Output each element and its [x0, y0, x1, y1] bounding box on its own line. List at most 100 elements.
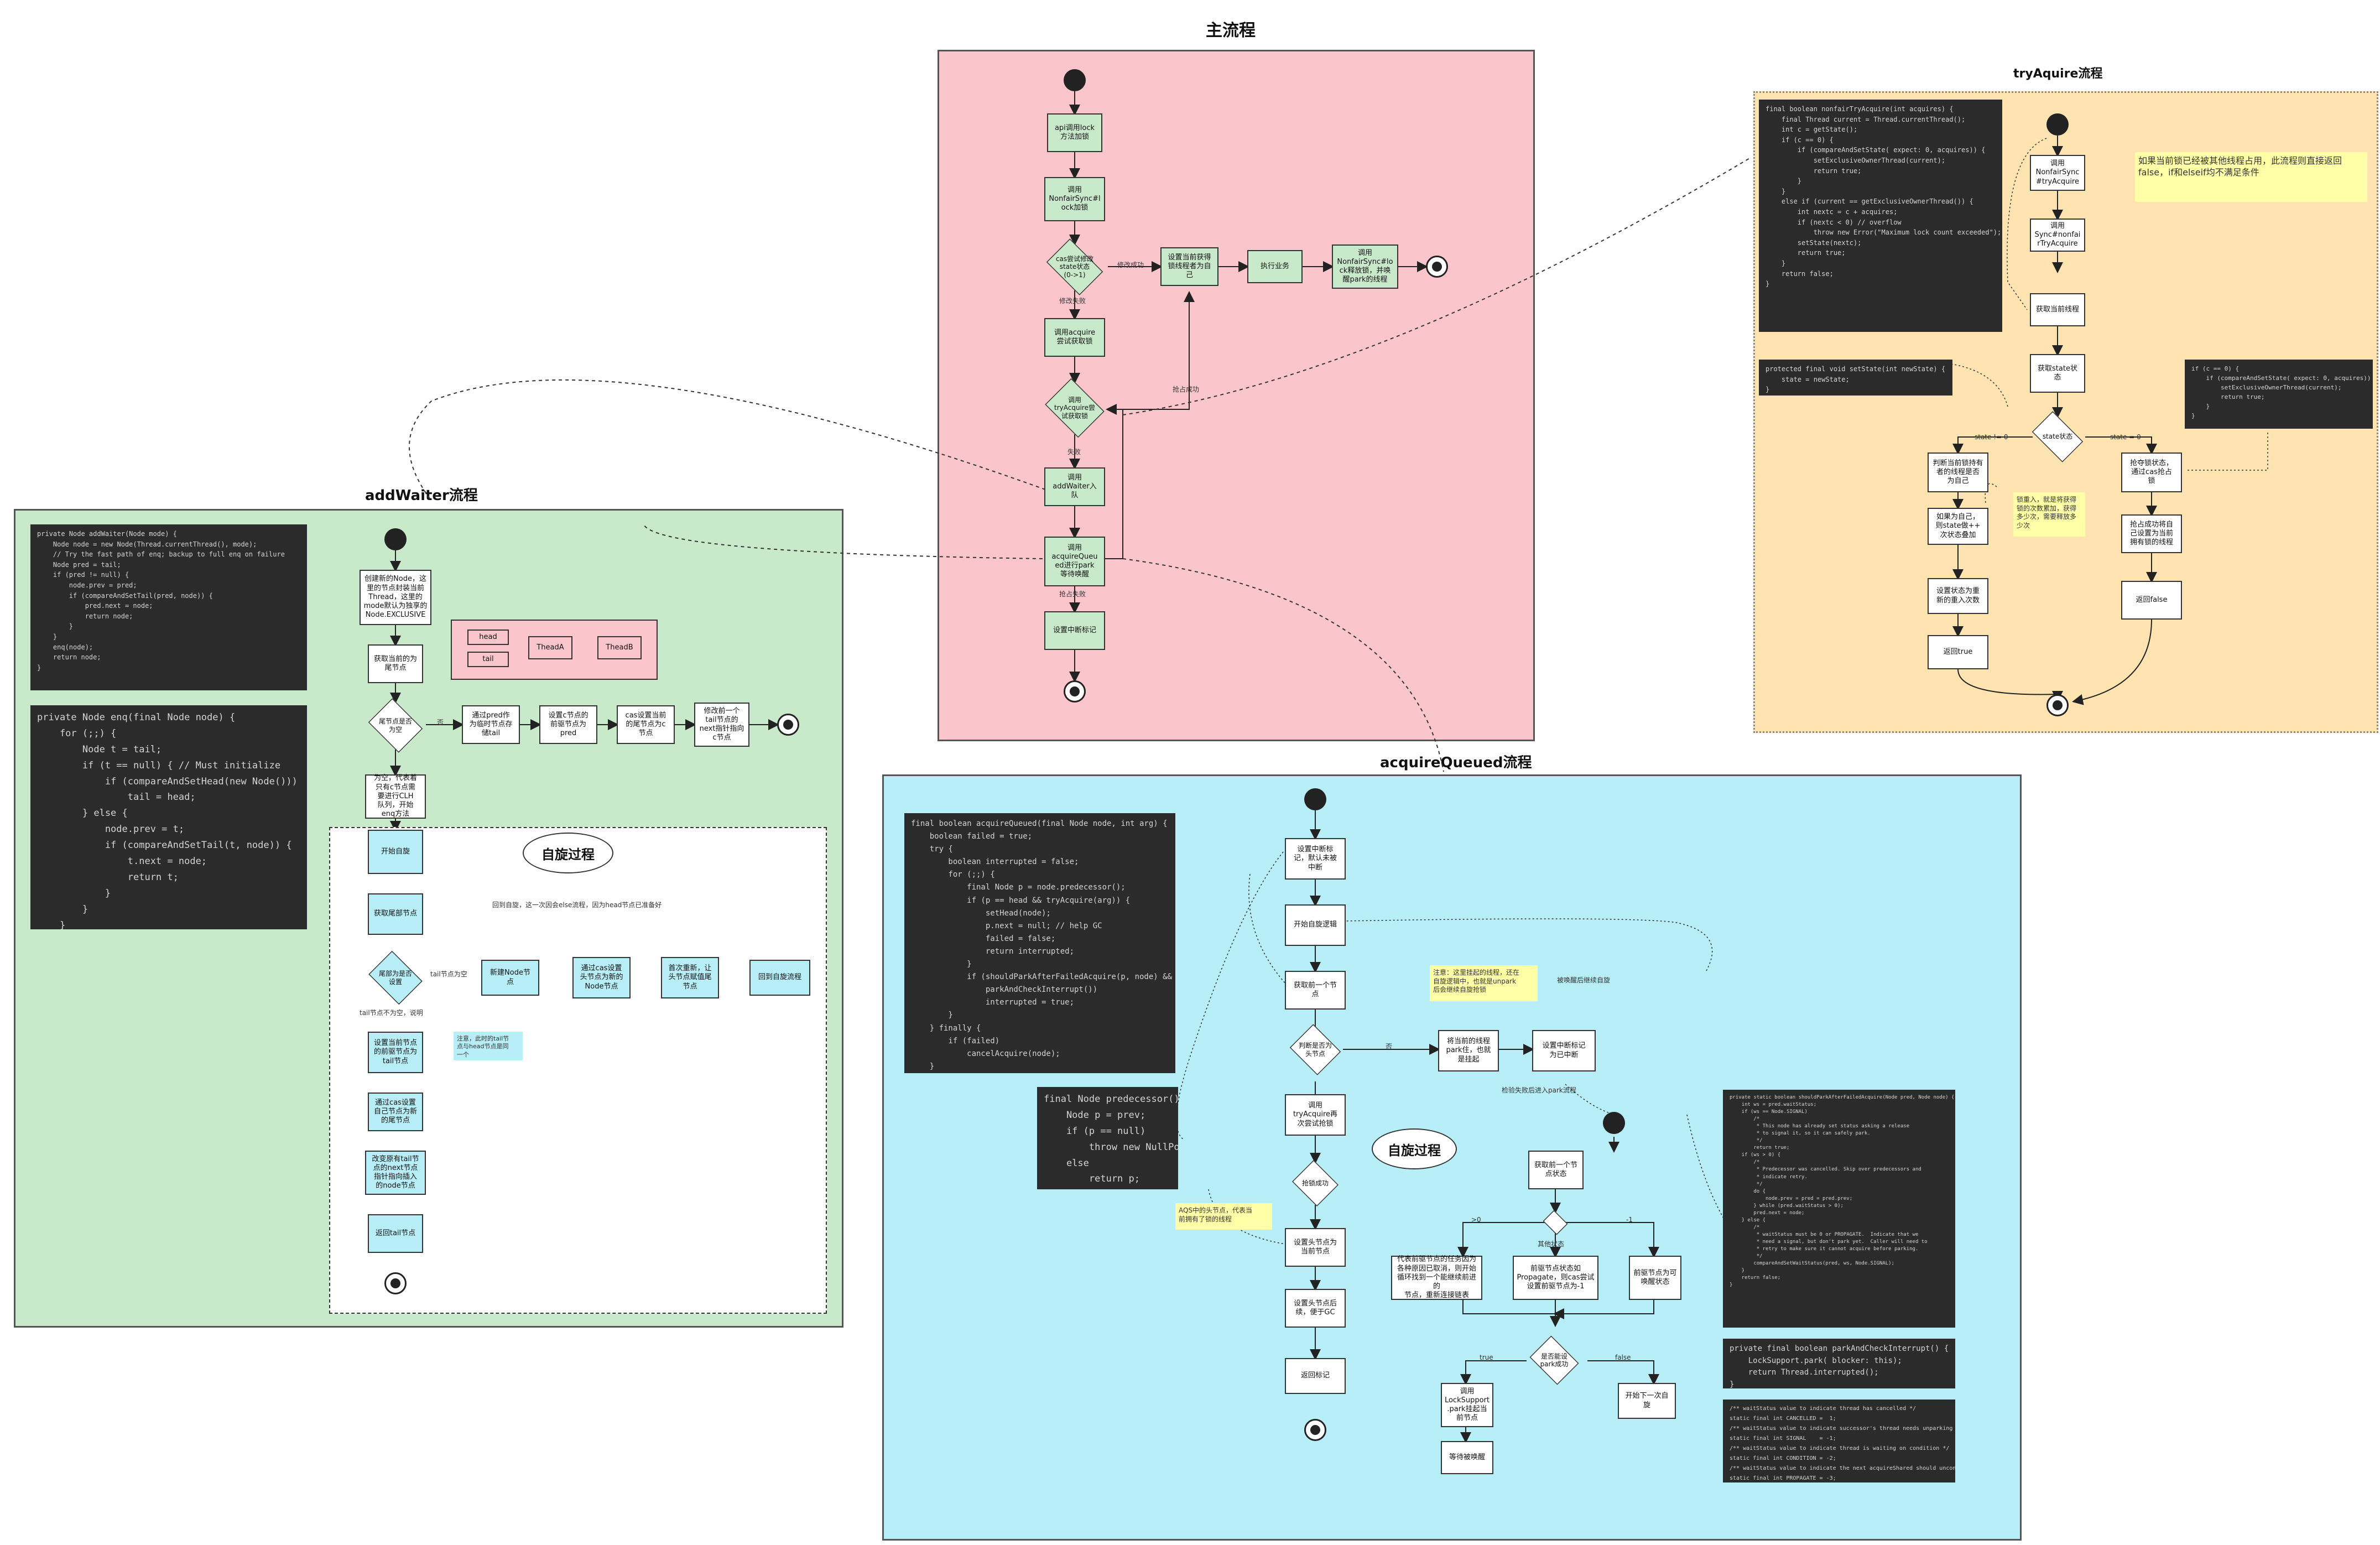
sp-start-node: [1603, 1112, 1625, 1134]
park-check-code: private final boolean parkAndCheckInterr…: [1723, 1339, 1955, 1388]
add-waiter-title: addWaiter流程: [365, 487, 478, 504]
main-acquire: 调用acquire 尝试获取锁: [1044, 318, 1105, 357]
aq-start-spin: 开始自旋逻辑: [1285, 904, 1346, 946]
try-note-reentrant: 锁重入，就是将获得 锁的次数累加，获得 多少次，需要释放多 少次: [2013, 492, 2085, 537]
add-cas-tail: cas设置当前 的尾节点为c 节点: [617, 705, 675, 744]
add-tail-null-decision: 尾节点是否 为空: [365, 698, 426, 753]
main-unlock: 调用 NonfairSync#lo ck释放锁，并唤 醒park的线程: [1332, 245, 1398, 289]
label-grab-success: 抢占成功: [1173, 386, 1200, 393]
try-set-state: 设置状态为重 新的重入次数: [1928, 578, 1988, 614]
should-park-code: private static boolean shouldParkAfterFa…: [1723, 1090, 1955, 1328]
main-flow-title: 主流程: [1206, 21, 1256, 40]
sp-cancelled: 代表前驱节点的任务因为 各种原因已取消，则开始 循环找到一个能继续前进的 节点，…: [1391, 1255, 1482, 1300]
try-end-node: [2046, 694, 2069, 716]
add-end-node-1: [777, 714, 799, 736]
try-get-state: 获取state状 态: [2030, 354, 2085, 393]
aq-return-flag: 返回标记: [1285, 1358, 1346, 1394]
add-waiter-code: private Node addWaiter(Node mode) { Node…: [30, 524, 307, 690]
try-return-false: 返回false: [2121, 581, 2182, 620]
label-state-ne-0: state != 0: [1975, 433, 2008, 441]
aq-end-node: [1304, 1419, 1326, 1441]
label-other-status: 其他状态: [1538, 1240, 1565, 1248]
spin-set-next: 改变原有tail节 点的next节点 指针指向插入 的node节点: [365, 1151, 426, 1195]
main-flow-panel: [938, 50, 1535, 741]
spin-head-to-tail: 首次重新，让 头节点赋值尾 节点: [661, 957, 719, 998]
main-set-interrupt: 设置中断标记: [1044, 611, 1105, 650]
label-true: true: [1480, 1354, 1493, 1361]
label-gt-zero: >0: [1471, 1216, 1481, 1224]
spin-start: 开始自旋: [368, 830, 423, 874]
spin-tail-decision: 尾部为是否 设置: [365, 950, 426, 1005]
aq-get-prev: 获取前一个节 点: [1285, 971, 1346, 1010]
cas-state-code: if (c == 0) { if (compareAndSetState( ex…: [2185, 360, 2373, 429]
try-cas-grab: 抢夺锁状态， 通过cas抢占 锁: [2121, 452, 2182, 492]
main-acquire-queued: 调用 acquireQueu ed进行park 等待唤醒: [1044, 537, 1105, 586]
sp-next-spin: 开始下一次自 旋: [1618, 1383, 1676, 1419]
try-nonfair-sync: 调用 NonfairSync #tryAcquire: [2030, 155, 2085, 191]
main-add-waiter: 调用 addWaiter入 队: [1044, 467, 1105, 506]
aq-grab-success-decision: 抢锁成功: [1290, 1160, 1340, 1206]
acquire-queued-title: acquireQueued流程: [1380, 755, 1532, 771]
try-note-other-thread: 如果当前锁已经被其他线程占用，此流程则直接返回 false，if和elseif均…: [2135, 152, 2367, 202]
label-modify-success: 修改成功: [1117, 261, 1144, 269]
main-nonfair-lock: 调用 NonfairSync#l ock加锁: [1044, 177, 1105, 221]
predecessor-code: final Node predecessor() Node p = prev; …: [1037, 1087, 1178, 1189]
aq-note-parked: 注意：这里挂起的线程，还在 自旋逻辑中，也就是unpark 后会继续自旋抢锁: [1430, 965, 1538, 1001]
try-acquire-title: tryAquire流程: [2013, 67, 2103, 81]
acquire-queued-code: final boolean acquireQueued(final Node n…: [904, 813, 1175, 1073]
aq-is-head-decision: 判断是否为 头节点: [1288, 1024, 1343, 1075]
main-cas-decision: cas尝试修改 state状态 (0->1): [1041, 238, 1108, 295]
sp-propagate: 前驱节点状态如 Propagate，则cas尝试 设置前驱节点为-1: [1513, 1256, 1598, 1300]
aq-note-head: AQS中的头节点，代表当 前拥有了锁的线程: [1175, 1203, 1272, 1230]
aq-set-interrupt-flag: 设置中断标 记，默认未被 中断: [1285, 838, 1346, 880]
aq-park-thread: 将当前的线程 park住，也就 是挂起: [1438, 1030, 1499, 1071]
add-start-node: [384, 528, 407, 550]
try-return-true: 返回true: [1928, 635, 1988, 669]
label-minus-one: -1: [1626, 1216, 1633, 1224]
sp-signal: 前驱节点为可 唤醒状态: [1629, 1256, 1681, 1300]
spin-set-prev: 设置当前节点 的前驱节点为 tail节点: [368, 1032, 423, 1073]
aq-try-acquire: 调用 tryAcquire再 次尝试抢锁: [1285, 1094, 1346, 1136]
label-state-eq-0: state = 0: [2110, 433, 2141, 441]
spin-get-tail: 获取尾部节点: [368, 893, 423, 935]
main-start-node: [1064, 69, 1086, 91]
wait-status-code: /** waitStatus value to indicate thread …: [1723, 1400, 1955, 1482]
set-state-code: protected final void setState(int newSta…: [1759, 360, 1952, 396]
label-fail: 失败: [1067, 448, 1081, 456]
tail-pointer: tail: [467, 652, 509, 667]
main-end-node-1: [1426, 256, 1448, 278]
label-tail-null: tail节点为空: [430, 970, 467, 978]
nonfair-try-acquire-code: final boolean nonfairTryAcquire(int acqu…: [1759, 100, 2002, 332]
try-state-decision: state状态: [2027, 411, 2088, 462]
label-wake: 被唤醒后继续自旋: [1557, 976, 1611, 984]
aq-set-head: 设置头节点为 当前节点: [1285, 1228, 1346, 1267]
label-modify-fail: 修改失败: [1059, 297, 1086, 305]
label-park-flow: 检验失败后进入park流程: [1502, 1086, 1576, 1094]
main-lock-call: api调用lock 方法加锁: [1047, 113, 1102, 152]
spin-return-tail: 返回tail节点: [368, 1214, 423, 1253]
aq-set-interrupted: 设置中断标记 为已中断: [1532, 1030, 1596, 1071]
try-start-node: [2046, 113, 2069, 136]
main-set-owner: 设置当前获得 锁线程者为自 己: [1160, 247, 1218, 286]
label-false: false: [1615, 1354, 1631, 1361]
main-end-node-2: [1064, 680, 1086, 703]
aq-start-node: [1304, 788, 1326, 810]
try-sync-nonfair: 调用 Sync#nonfai rTryAcquire: [2030, 219, 2085, 252]
sp-wait-wakeup: 等待被唤醒: [1441, 1441, 1493, 1474]
add-end-node-2: [384, 1272, 407, 1294]
add-get-tail: 获取当前的为 尾节点: [368, 644, 423, 683]
sp-get-prev-status: 获取前一个节 点状态: [1528, 1151, 1584, 1189]
add-spin-cloud: 自旋过程: [523, 833, 613, 873]
add-set-prev: 设置c节点的 前驱节点为 pred: [539, 705, 597, 744]
add-set-next: 修改前一个 tail节点的 next指针指向 c节点: [694, 703, 749, 747]
label-aq-no: 否: [1386, 1043, 1393, 1050]
aq-spin-cloud: 自旋过程: [1372, 1128, 1457, 1169]
spin-new-node: 新建Node节 点: [481, 960, 539, 996]
add-pred-tail: 通过pred作 为临时节点存 储tail: [462, 705, 520, 744]
spin-cas-tail: 通过cas设置 自己节点为新 的尾节点: [368, 1093, 423, 1131]
thread-b-node: TheadB: [597, 636, 642, 659]
label-back-to-spin: 回到自旋，这一次因会else流程，因为head节点已准备好: [492, 901, 662, 909]
try-check-owner: 判断当前锁持有 者的线程是否 为自己: [1928, 452, 1988, 492]
sp-lock-support-park: 调用 LockSupport .park挂起当 前节点: [1441, 1383, 1493, 1427]
try-set-owner: 抢占成功将自 己设置为当前 拥有锁的线程: [2121, 514, 2182, 553]
